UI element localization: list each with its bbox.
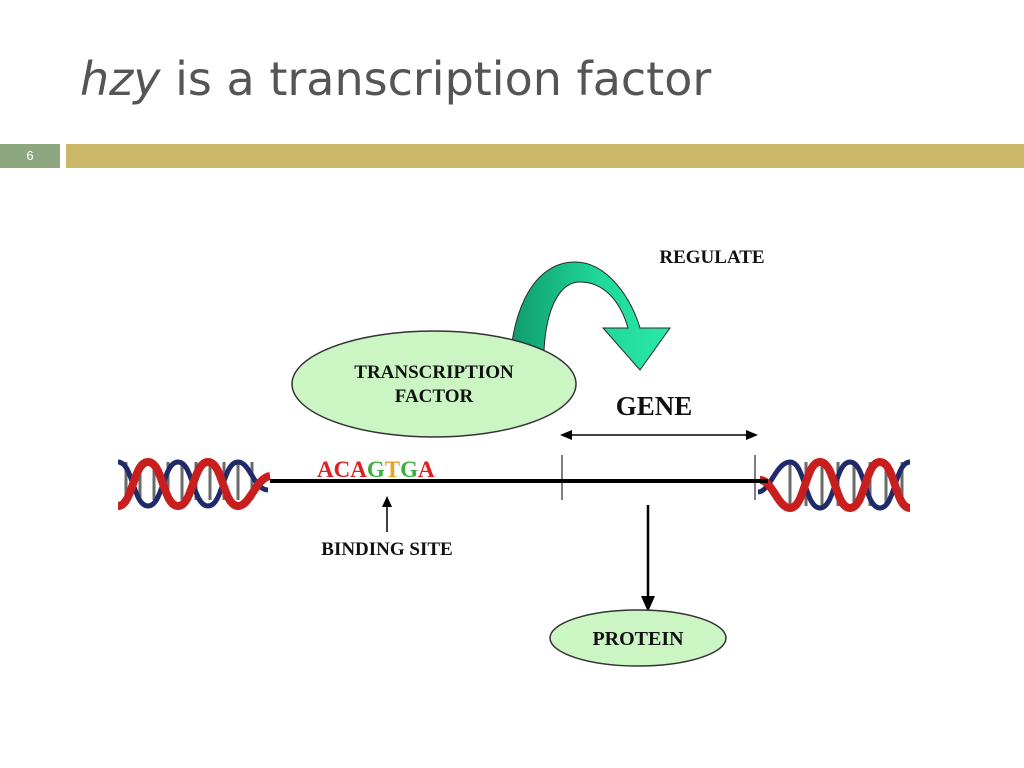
base-7: A	[418, 457, 435, 482]
protein-label: PROTEIN	[592, 628, 684, 650]
base-2: C	[334, 457, 351, 482]
tf-label-line2: FACTOR	[395, 386, 474, 407]
gene-span-arrow-icon	[560, 430, 758, 440]
regulate-arrow-icon	[509, 261, 671, 386]
base-3: A	[350, 457, 367, 482]
base-4: G	[367, 457, 385, 482]
title-gene-name: hzy	[80, 52, 161, 106]
slide-title: hzy is a transcription factor	[80, 52, 711, 106]
dna-helix-left-icon	[116, 457, 272, 511]
gene-label: GENE	[616, 391, 693, 421]
transcription-factor-ellipse	[291, 330, 577, 438]
regulate-label: REGULATE	[659, 247, 764, 268]
protein-arrow-icon	[641, 505, 655, 612]
base-1: A	[317, 457, 334, 482]
title-text: is a transcription factor	[160, 52, 712, 106]
title-divider-bar	[66, 144, 1024, 168]
slide-number: 6	[0, 144, 60, 168]
base-6: G	[400, 457, 418, 482]
base-5: T	[385, 457, 400, 482]
binding-site-arrow-icon	[382, 496, 392, 532]
dna-helix-right-icon	[757, 457, 912, 513]
binding-site-label: BINDING SITE	[321, 539, 452, 560]
protein-ellipse	[549, 609, 727, 667]
binding-sequence: ACAGTGA	[317, 457, 435, 482]
tf-label-line1: TRANSCRIPTION	[354, 362, 514, 383]
